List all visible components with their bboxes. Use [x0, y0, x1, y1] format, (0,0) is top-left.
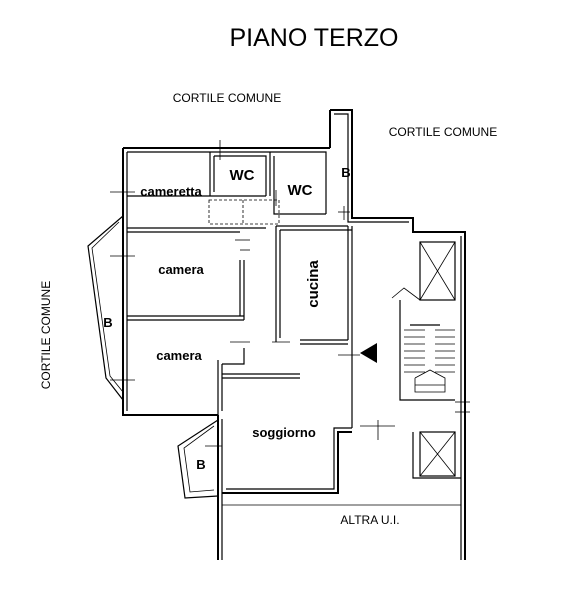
label-cortile-left: CORTILE COMUNE	[39, 281, 53, 389]
balcony-top-right	[338, 206, 350, 220]
room-b-left: B	[103, 315, 112, 330]
room-camera-2: camera	[156, 348, 202, 363]
label-cortile-right: CORTILE COMUNE	[389, 125, 497, 139]
room-b-top: B	[341, 165, 350, 180]
outer-walls	[122, 109, 466, 560]
room-wc-1: WC	[230, 167, 255, 184]
entrance-arrow-icon	[360, 343, 377, 363]
room-camera-1: camera	[158, 262, 204, 277]
stair-steps	[404, 329, 455, 393]
balcony-left	[87, 215, 135, 401]
balcony-bottom	[177, 419, 222, 499]
stairwell	[360, 241, 470, 477]
plan-title: PIANO TERZO	[229, 24, 398, 52]
internal-walls	[110, 140, 360, 428]
label-altra-ui: ALTRA U.I.	[340, 513, 399, 527]
room-wc-2: WC	[288, 182, 313, 199]
room-cucina: cucina	[305, 260, 322, 308]
room-cameretta: cameretta	[140, 184, 202, 199]
room-b-bottom: B	[196, 457, 205, 472]
label-cortile-top: CORTILE COMUNE	[173, 91, 281, 105]
room-soggiorno: soggiorno	[252, 425, 316, 440]
